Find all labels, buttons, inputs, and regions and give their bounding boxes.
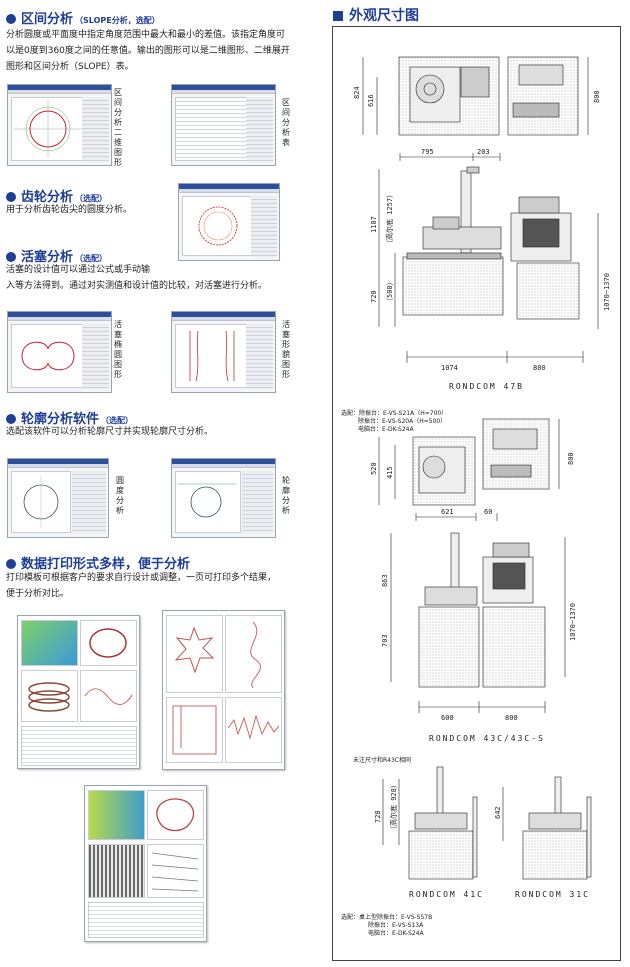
- slope-table-caption: 区间分析表: [282, 98, 290, 147]
- svg-text:800: 800: [593, 90, 601, 103]
- print-sample-1: [17, 615, 140, 769]
- roundness-screenshot: [7, 458, 109, 538]
- svg-text:选配：除振台：E-VS-S21A（H=700）: 选配：除振台：E-VS-S21A（H=700）: [341, 409, 447, 417]
- piston-shape-screenshot: [171, 311, 276, 393]
- svg-text:863: 863: [381, 574, 389, 587]
- section-slope-text: 分析圆度或平面度中指定角度范围中最大和最小的差值。该指定角度可 以是0度到360…: [6, 30, 290, 72]
- svg-text:（高尔底 1257）: （高尔底 1257）: [385, 191, 394, 247]
- svg-text:415: 415: [386, 466, 394, 479]
- svg-text:600: 600: [441, 714, 454, 722]
- svg-text:203: 203: [477, 148, 490, 156]
- svg-text:642: 642: [494, 806, 502, 819]
- slope-2d-caption: 区间分析二维图形: [114, 88, 122, 167]
- svg-text:621: 621: [441, 508, 454, 516]
- rondcom-43c-top-view: [378, 418, 560, 506]
- svg-text:720: 720: [370, 290, 378, 303]
- svg-text:电脑台：E-DK-S24A: 电脑台：E-DK-S24A: [358, 425, 414, 433]
- svg-text:800: 800: [505, 714, 518, 722]
- piston-ellipse-caption: 活塞椭圆图形: [114, 320, 122, 379]
- svg-text:1107: 1107: [370, 216, 378, 233]
- print-sample-2: [162, 610, 285, 770]
- svg-text:60: 60: [484, 508, 492, 516]
- contour-screenshot: [171, 458, 276, 538]
- svg-text:电脑台：E-DK-S24A: 电脑台：E-DK-S24A: [368, 929, 424, 937]
- svg-text:1070~1370: 1070~1370: [603, 273, 611, 311]
- svg-text:未注尺寸和R43C相同: 未注尺寸和R43C相同: [353, 756, 411, 764]
- bullet-icon: [6, 14, 16, 24]
- svg-text:RONDCOM 47B: RONDCOM 47B: [449, 382, 524, 391]
- svg-text:RONDCOM 43C/43C-S: RONDCOM 43C/43C-S: [429, 734, 545, 743]
- bullet-icon: [6, 192, 16, 202]
- piston-ellipse-screenshot: [7, 311, 112, 393]
- gear-screenshot: [178, 183, 280, 261]
- rondcom-47b-front-view: [378, 153, 599, 363]
- section-print-text: 打印模板可根据客户的要求自行设计或调整，一页可打印多个结果， 便于分析对比。: [6, 573, 277, 599]
- section-contour-text: 选配该软件可以分析轮廓尺寸并实现轮廓尺寸分析。: [6, 427, 214, 437]
- section-slope-title: 区间分析（SLOPE分析，选配）: [6, 8, 160, 27]
- svg-text:728: 728: [374, 810, 382, 823]
- svg-text:616: 616: [367, 94, 375, 107]
- slope-table-screenshot: [171, 84, 276, 166]
- section-gear-text: 用于分析齿轮齿尖的圆度分析。: [6, 205, 133, 215]
- bullet-icon: [6, 414, 16, 424]
- rondcom-47b-top-view: [362, 56, 589, 136]
- section-piston-title: 活塞分析（选配）: [6, 246, 107, 265]
- svg-text:除振台：E-VS-S20A（H=500）: 除振台：E-VS-S20A（H=500）: [358, 417, 446, 425]
- bullet-icon: [6, 252, 16, 262]
- svg-text:800: 800: [567, 452, 575, 465]
- roundness-caption: 圆度分析: [116, 476, 124, 515]
- print-sample-3: [84, 785, 207, 942]
- svg-text:（500）: （500）: [386, 278, 394, 305]
- svg-text:795: 795: [421, 148, 434, 156]
- section-piston-text: 活塞的设计值可以通过公式或手动输 入等方法得到。通过对实测值和设计值的比较，对活…: [6, 265, 268, 291]
- svg-text:1074: 1074: [441, 364, 458, 372]
- svg-text:1070~1370: 1070~1370: [569, 603, 577, 641]
- slope-2d-screenshot: [7, 84, 112, 166]
- svg-text:RONDCOM 41C: RONDCOM 41C: [409, 890, 484, 899]
- section-gear-title: 齿轮分析（选配）: [6, 186, 107, 205]
- section-print-title: 数据打印形式多样，便于分析: [6, 553, 190, 572]
- rondcom-41c-31c-view: [382, 766, 592, 880]
- contour-caption: 轮廓分析: [282, 476, 290, 515]
- svg-text:520: 520: [370, 462, 378, 475]
- rondcom-43c-front-view: [390, 513, 566, 713]
- svg-text:除振台：E-VS-S13A: 除振台：E-VS-S13A: [368, 921, 424, 929]
- svg-text:（高尔底 928）: （高尔底 928）: [389, 781, 398, 833]
- svg-text:RONDCOM 31C: RONDCOM 31C: [515, 890, 590, 899]
- svg-text:824: 824: [353, 86, 361, 99]
- dimension-drawing-panel: 824 616 800 795: [332, 26, 621, 961]
- svg-text:800: 800: [533, 364, 546, 372]
- dimension-drawings-svg: 824 616 800 795: [341, 56, 611, 937]
- bullet-icon: [6, 559, 16, 569]
- svg-text:选配：桌上型除振台：E-VS-S57B: 选配：桌上型除振台：E-VS-S57B: [341, 913, 432, 921]
- piston-shape-caption: 活塞形貌图形: [282, 320, 290, 379]
- section-contour-title: 轮廓分析软件（选配）: [6, 408, 133, 427]
- svg-text:703: 703: [381, 634, 389, 647]
- square-icon: [333, 11, 343, 21]
- dimension-drawing-title: 外观尺寸图: [333, 5, 419, 25]
